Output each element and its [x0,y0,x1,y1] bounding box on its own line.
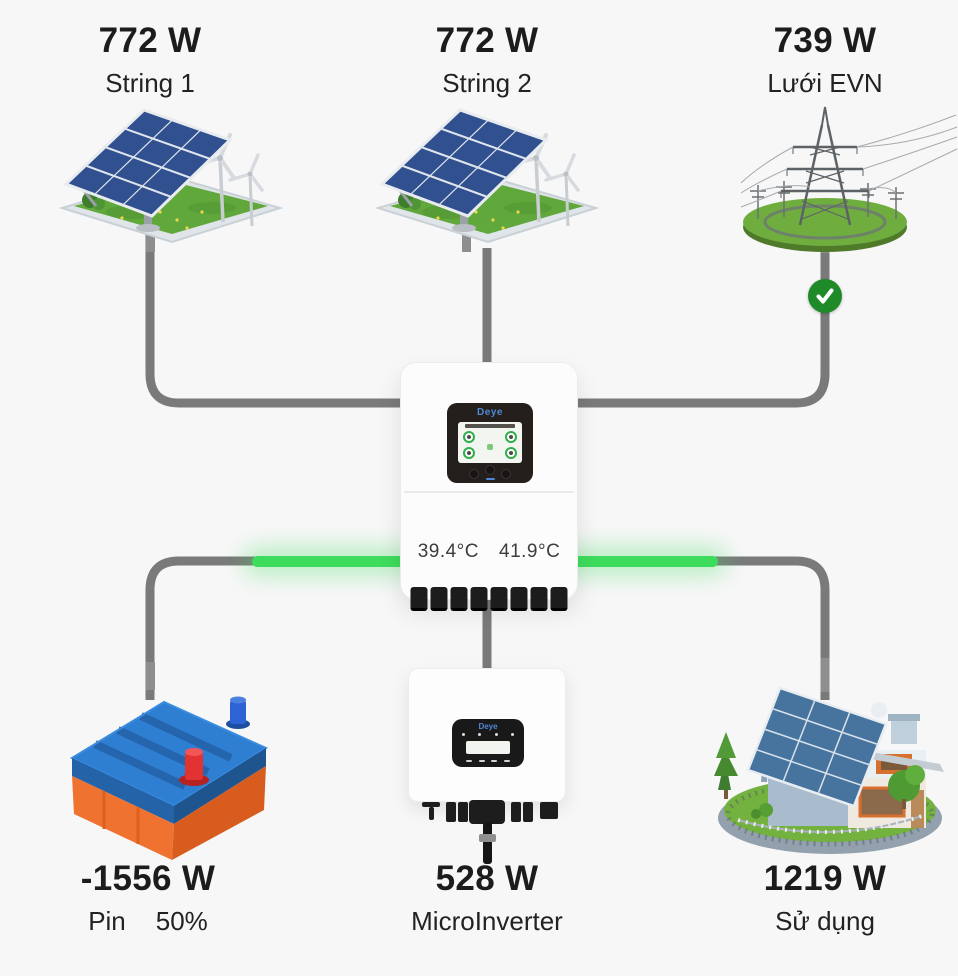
symbol-icon [491,760,498,762]
grid-name: Lưới EVN [767,68,883,98]
inverter-seam [404,491,574,493]
inverter-connector [510,587,528,611]
side-connector [540,802,558,819]
inverter-connector [530,587,548,611]
inverter-connector [490,587,508,611]
mc4-connector [523,802,533,822]
symbol-icon [503,760,510,762]
mc4-connector [511,802,521,822]
inverter-button-enter [501,469,511,479]
inverter-brand-logo: Deye [477,407,503,418]
inverter-display: Deye [447,403,533,483]
mc4-connector [446,802,456,822]
solar-farm-illustration-string1[interactable] [52,100,290,252]
microinverter-leds [462,733,514,736]
string1-power: 772 W [98,21,202,60]
antenna-connector-stem [429,807,434,820]
battery-name-row: Pin 50% [28,906,268,936]
screen-center-icon [487,444,493,450]
node-grid-label: 739 W Lưới EVN [705,21,945,99]
led-icon [510,733,514,736]
microinverter-body: Deye [408,668,566,802]
temperature-left: 39.4°C [417,541,479,562]
line-battery-to-inverter [145,556,402,700]
load-name: Sử dụng [775,906,875,936]
screen-status-bar [465,424,515,428]
battery-illustration[interactable] [42,662,292,860]
gauge-load-icon [505,447,517,459]
house-illustration[interactable] [708,658,952,858]
battery-power: -1556 W [80,859,216,898]
cable-band [479,834,496,842]
node-string2-label: 772 W String 2 [367,21,607,99]
inverter-connector [450,587,468,611]
gauge-pv-icon [463,431,475,443]
solar-farm-illustration-string2[interactable] [368,100,606,252]
inverter-connector [470,587,488,611]
inverter-connector [430,587,448,611]
check-glyph [816,288,834,304]
output-cable [483,822,492,864]
ac-connector [469,800,505,824]
inverter-connector [410,587,428,611]
node-battery-label: -1556 W Pin 50% [28,859,268,937]
check-icon [808,279,842,313]
inverter-screen [458,422,522,463]
led-icon [494,733,498,736]
battery-name: Pin [88,906,126,936]
inverter-button-esc [469,469,479,479]
inverter-temperatures: 39.4°C 41.9°C [401,541,577,563]
inverter-connector [550,587,568,611]
antenna-connector [422,802,440,807]
symbol-icon [478,760,485,762]
led-icon [462,733,465,736]
line-load-to-inverter [576,556,830,700]
load-power: 1219 W [763,859,887,898]
string2-name: String 2 [442,68,532,98]
hybrid-inverter[interactable]: Deye 39.4°C 41.9°C [400,362,578,611]
inverter-button-up [485,465,495,475]
symbol-icon [466,760,472,762]
line-string1-to-inverter [145,228,402,408]
led-icon [478,733,482,736]
node-microinverter-label: 528 W MicroInverter [367,859,607,937]
temperature-right: 41.9°C [499,541,561,562]
microinverter-power: 528 W [435,859,539,898]
grid-power: 739 W [773,21,877,60]
string2-power: 772 W [435,21,539,60]
battery-soc: 50% [155,906,208,936]
line-grid-to-inverter [576,228,830,408]
gauge-battery-icon [463,447,475,459]
microinverter-name: MicroInverter [411,906,563,936]
microinverter-device[interactable]: Deye [408,668,566,866]
node-string1-label: 772 W String 1 [30,21,270,99]
mc4-connector [458,802,468,822]
grid-tower-illustration[interactable] [740,95,958,253]
microinverter-lcd [466,741,510,754]
microinverter-brand-logo: Deye [478,722,498,731]
microinverter-display: Deye [452,719,524,767]
string1-name: String 1 [105,68,195,98]
node-load-label: 1219 W Sử dụng [705,859,945,937]
inverter-indicator [486,478,495,480]
inverter-connectors [410,587,568,611]
microinverter-symbols [466,760,510,762]
gauge-grid-icon [505,431,517,443]
